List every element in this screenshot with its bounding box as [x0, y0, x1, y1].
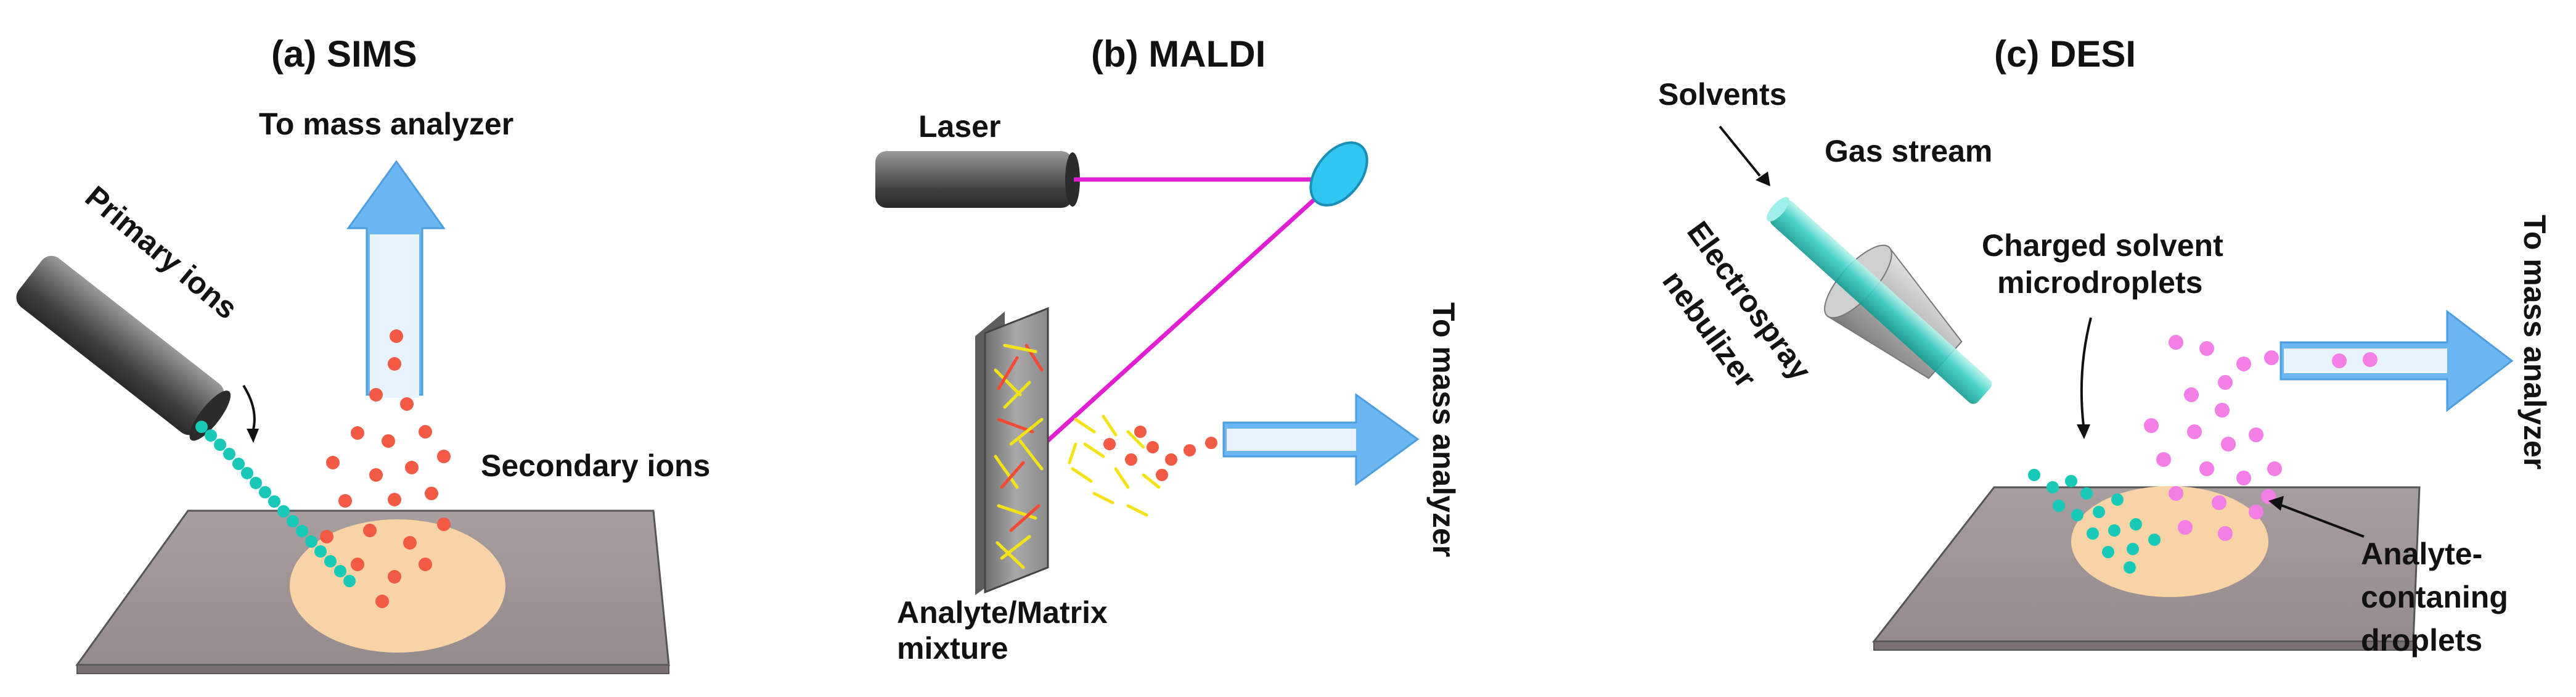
maldi-slide-icon [975, 307, 1049, 595]
panel-sims: (a) SIMS To mass analyzer [16, 33, 710, 674]
solvent-droplets [2028, 469, 2161, 574]
mirror-icon [1309, 141, 1368, 207]
charged-droplets-pointer [2080, 317, 2092, 426]
sample-spot [290, 519, 505, 653]
laser-label: Laser [918, 109, 1000, 144]
panel-maldi: (b) MALDI Laser [875, 33, 1461, 666]
nebulizer-icon [1767, 197, 1992, 404]
analyte-label-line2: contaning [2361, 580, 2508, 614]
solvents-label: Solvents [1658, 77, 1786, 112]
gas-stream-label: Gas stream [1825, 134, 1992, 168]
mixture-label-line1: Analyte/Matrix [897, 595, 1108, 630]
desi-title: (c) DESI [1994, 33, 2136, 75]
maldi-to-analyzer-label: To mass analyzer [1426, 302, 1461, 557]
mixture-label-line2: mixture [897, 631, 1008, 666]
maldi-arrow-icon [1222, 393, 1420, 486]
charged-droplets-label-line1: Charged solvent [1982, 228, 2223, 263]
upward-arrow-icon [346, 160, 446, 398]
secondary-ion-cloud [320, 329, 451, 608]
ablation-plume [1068, 414, 1161, 517]
panel-desi: (c) DESI Solvents Gas stream Electrospra… [1656, 33, 2552, 658]
sims-to-analyzer-label: To mass analyzer [259, 107, 513, 141]
desi-to-analyzer-label: To mass analyzer [2517, 215, 2552, 469]
analyte-label-line1: Analyte- [2361, 537, 2482, 571]
laser-icon [875, 151, 1080, 208]
analyte-droplets-pointer [2274, 501, 2365, 538]
primary-ion-beam [195, 421, 356, 587]
maldi-title: (b) MALDI [1091, 33, 1266, 75]
laser-beam [1018, 177, 1338, 468]
charged-droplets-label-line2: microdroplets [1997, 265, 2202, 300]
secondary-ions-label: Secondary ions [481, 448, 710, 483]
desi-arrow-icon [2280, 309, 2514, 413]
matrix-crystals [994, 344, 1044, 569]
sims-title: (a) SIMS [271, 33, 417, 75]
analyte-label-line3: droplets [2361, 623, 2482, 658]
desi-sample-spot [2071, 486, 2268, 597]
solvents-pointer [1719, 125, 1761, 177]
primary-ions-pointer [242, 384, 256, 432]
